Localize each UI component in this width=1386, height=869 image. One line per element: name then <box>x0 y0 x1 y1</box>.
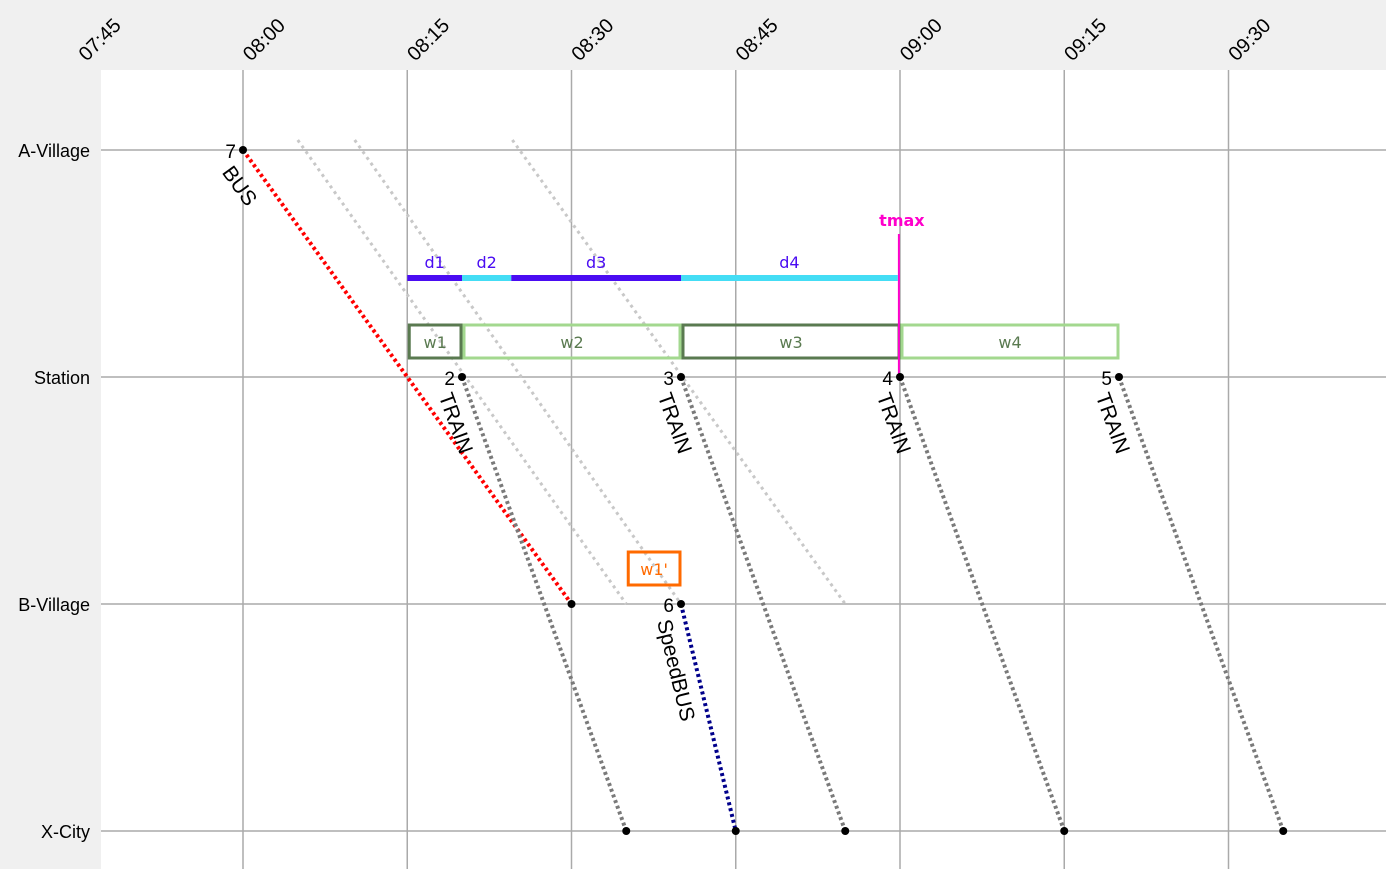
station-label: B-Village <box>18 595 90 615</box>
delay-label: d1 <box>424 253 444 272</box>
wait-box-w4 <box>900 323 1120 360</box>
wait-label: w4 <box>998 333 1021 352</box>
trip-line-4[interactable] <box>898 376 1067 832</box>
delay-label: d3 <box>586 253 606 272</box>
delay-label: d4 <box>779 253 799 272</box>
trip-line-2[interactable] <box>460 376 629 832</box>
route-label: SpeedBUS <box>652 617 699 723</box>
trip-end-point[interactable] <box>841 827 850 835</box>
wait-label: w2 <box>560 333 583 352</box>
station-label: Station <box>34 368 90 388</box>
trip-end-point[interactable] <box>731 827 740 835</box>
station-axis-band <box>0 0 101 869</box>
delay-label: d2 <box>476 253 496 272</box>
trip-start-point[interactable] <box>677 373 685 381</box>
trip-end-point[interactable] <box>622 827 631 835</box>
trip-start-point[interactable] <box>677 600 685 608</box>
interval-bars: d1 d2 d3 d4 w1 w2 w3 w4 w1' tmax <box>407 211 1120 587</box>
trip-end-point[interactable] <box>1279 827 1288 835</box>
ghost-trip-line <box>353 139 683 605</box>
tmax-label: tmax <box>879 211 925 230</box>
trip-number: 3 <box>663 369 674 390</box>
trip-line-3[interactable] <box>679 376 848 832</box>
alt-wait-label: w1' <box>640 560 668 579</box>
trip-line-5[interactable] <box>1117 376 1286 832</box>
station-label: X-City <box>41 822 90 842</box>
delay-bar-d2 <box>462 275 512 281</box>
trip-end-point[interactable] <box>567 600 576 608</box>
wait-box-w2 <box>462 323 682 360</box>
trip-end-point[interactable] <box>1060 827 1069 835</box>
delay-bar-d4 <box>681 275 898 281</box>
wait-label: w1 <box>423 333 446 352</box>
ghost-trip-line <box>296 139 628 605</box>
trip-number: 2 <box>444 369 455 390</box>
wait-box-w1 <box>407 323 463 360</box>
trip-start-point[interactable] <box>239 146 247 154</box>
trip-number: 4 <box>882 369 893 390</box>
wait-label: w3 <box>779 333 802 352</box>
trip-start-point[interactable] <box>896 373 904 381</box>
station-label: A-Village <box>18 141 90 161</box>
alt-wait-box <box>626 550 682 587</box>
trip-line-6[interactable] <box>679 603 738 832</box>
header-band <box>0 0 1386 70</box>
ghost-trip-line <box>511 139 847 605</box>
delay-bar-d3 <box>511 275 681 281</box>
grid <box>101 70 1386 869</box>
trip-start-point[interactable] <box>458 373 466 381</box>
route-label: BUS <box>217 162 261 210</box>
trip-start-point[interactable] <box>1115 373 1123 381</box>
trip-number: 7 <box>225 142 236 163</box>
trip-number: 6 <box>663 596 674 617</box>
trip-number: 5 <box>1101 369 1112 390</box>
delay-bar-d1 <box>407 275 462 281</box>
